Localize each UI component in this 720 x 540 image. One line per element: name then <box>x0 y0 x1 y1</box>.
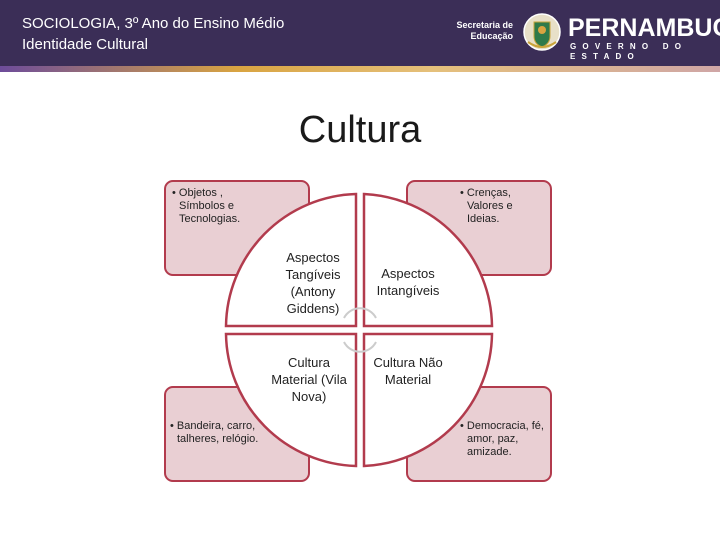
corner-text-top-right: • Crenças, Valores e Ideias. <box>460 187 513 225</box>
state-name: PERNAMBUCO <box>568 14 720 42</box>
header-subtitle: Identidade Cultural <box>22 36 148 53</box>
quadrant-top-right <box>362 192 494 328</box>
header-title: SOCIOLOGIA, 3º Ano do Ensino Médio <box>22 15 285 32</box>
quadrant-label-top-left: Aspectos Tangíveis (Antony Giddens) <box>285 250 341 316</box>
quadrant-label-bottom-right: Cultura Não Material <box>373 355 443 387</box>
quadrant-bottom-left <box>224 332 358 468</box>
secretaria-logo-text: Secretaria de Educação <box>453 20 513 42</box>
center-arc-bottom <box>343 341 377 353</box>
quadrant-label-top-right: Aspectos Intangíveis <box>376 266 440 298</box>
slide-title: Cultura <box>298 109 422 151</box>
state-subtitle: GOVERNO DO ESTADO <box>570 42 688 61</box>
corner-text-top-left: • Objetos , Símbolos e Tecnologias. <box>172 187 241 225</box>
coat-of-arms-icon <box>523 13 561 51</box>
secretaria-line-2: Educação <box>470 31 513 41</box>
quadrant-bottom-right <box>362 332 494 468</box>
header-stripe <box>0 66 720 72</box>
slide-header: SOCIOLOGIA, 3º Ano do Ensino Médio Ident… <box>0 0 720 66</box>
corner-text-bottom-left: • Bandeira, carro, talheres, relógio. <box>170 420 259 445</box>
corner-text-bottom-right: • Democracia, fé, amor, paz, amizade. <box>460 420 544 458</box>
quadrant-label-bottom-left: Cultura Material (Vila Nova) <box>271 355 347 404</box>
quadrant-top-left <box>224 192 358 328</box>
center-arc-top <box>343 307 377 319</box>
secretaria-line-1: Secretaria de <box>456 20 513 30</box>
